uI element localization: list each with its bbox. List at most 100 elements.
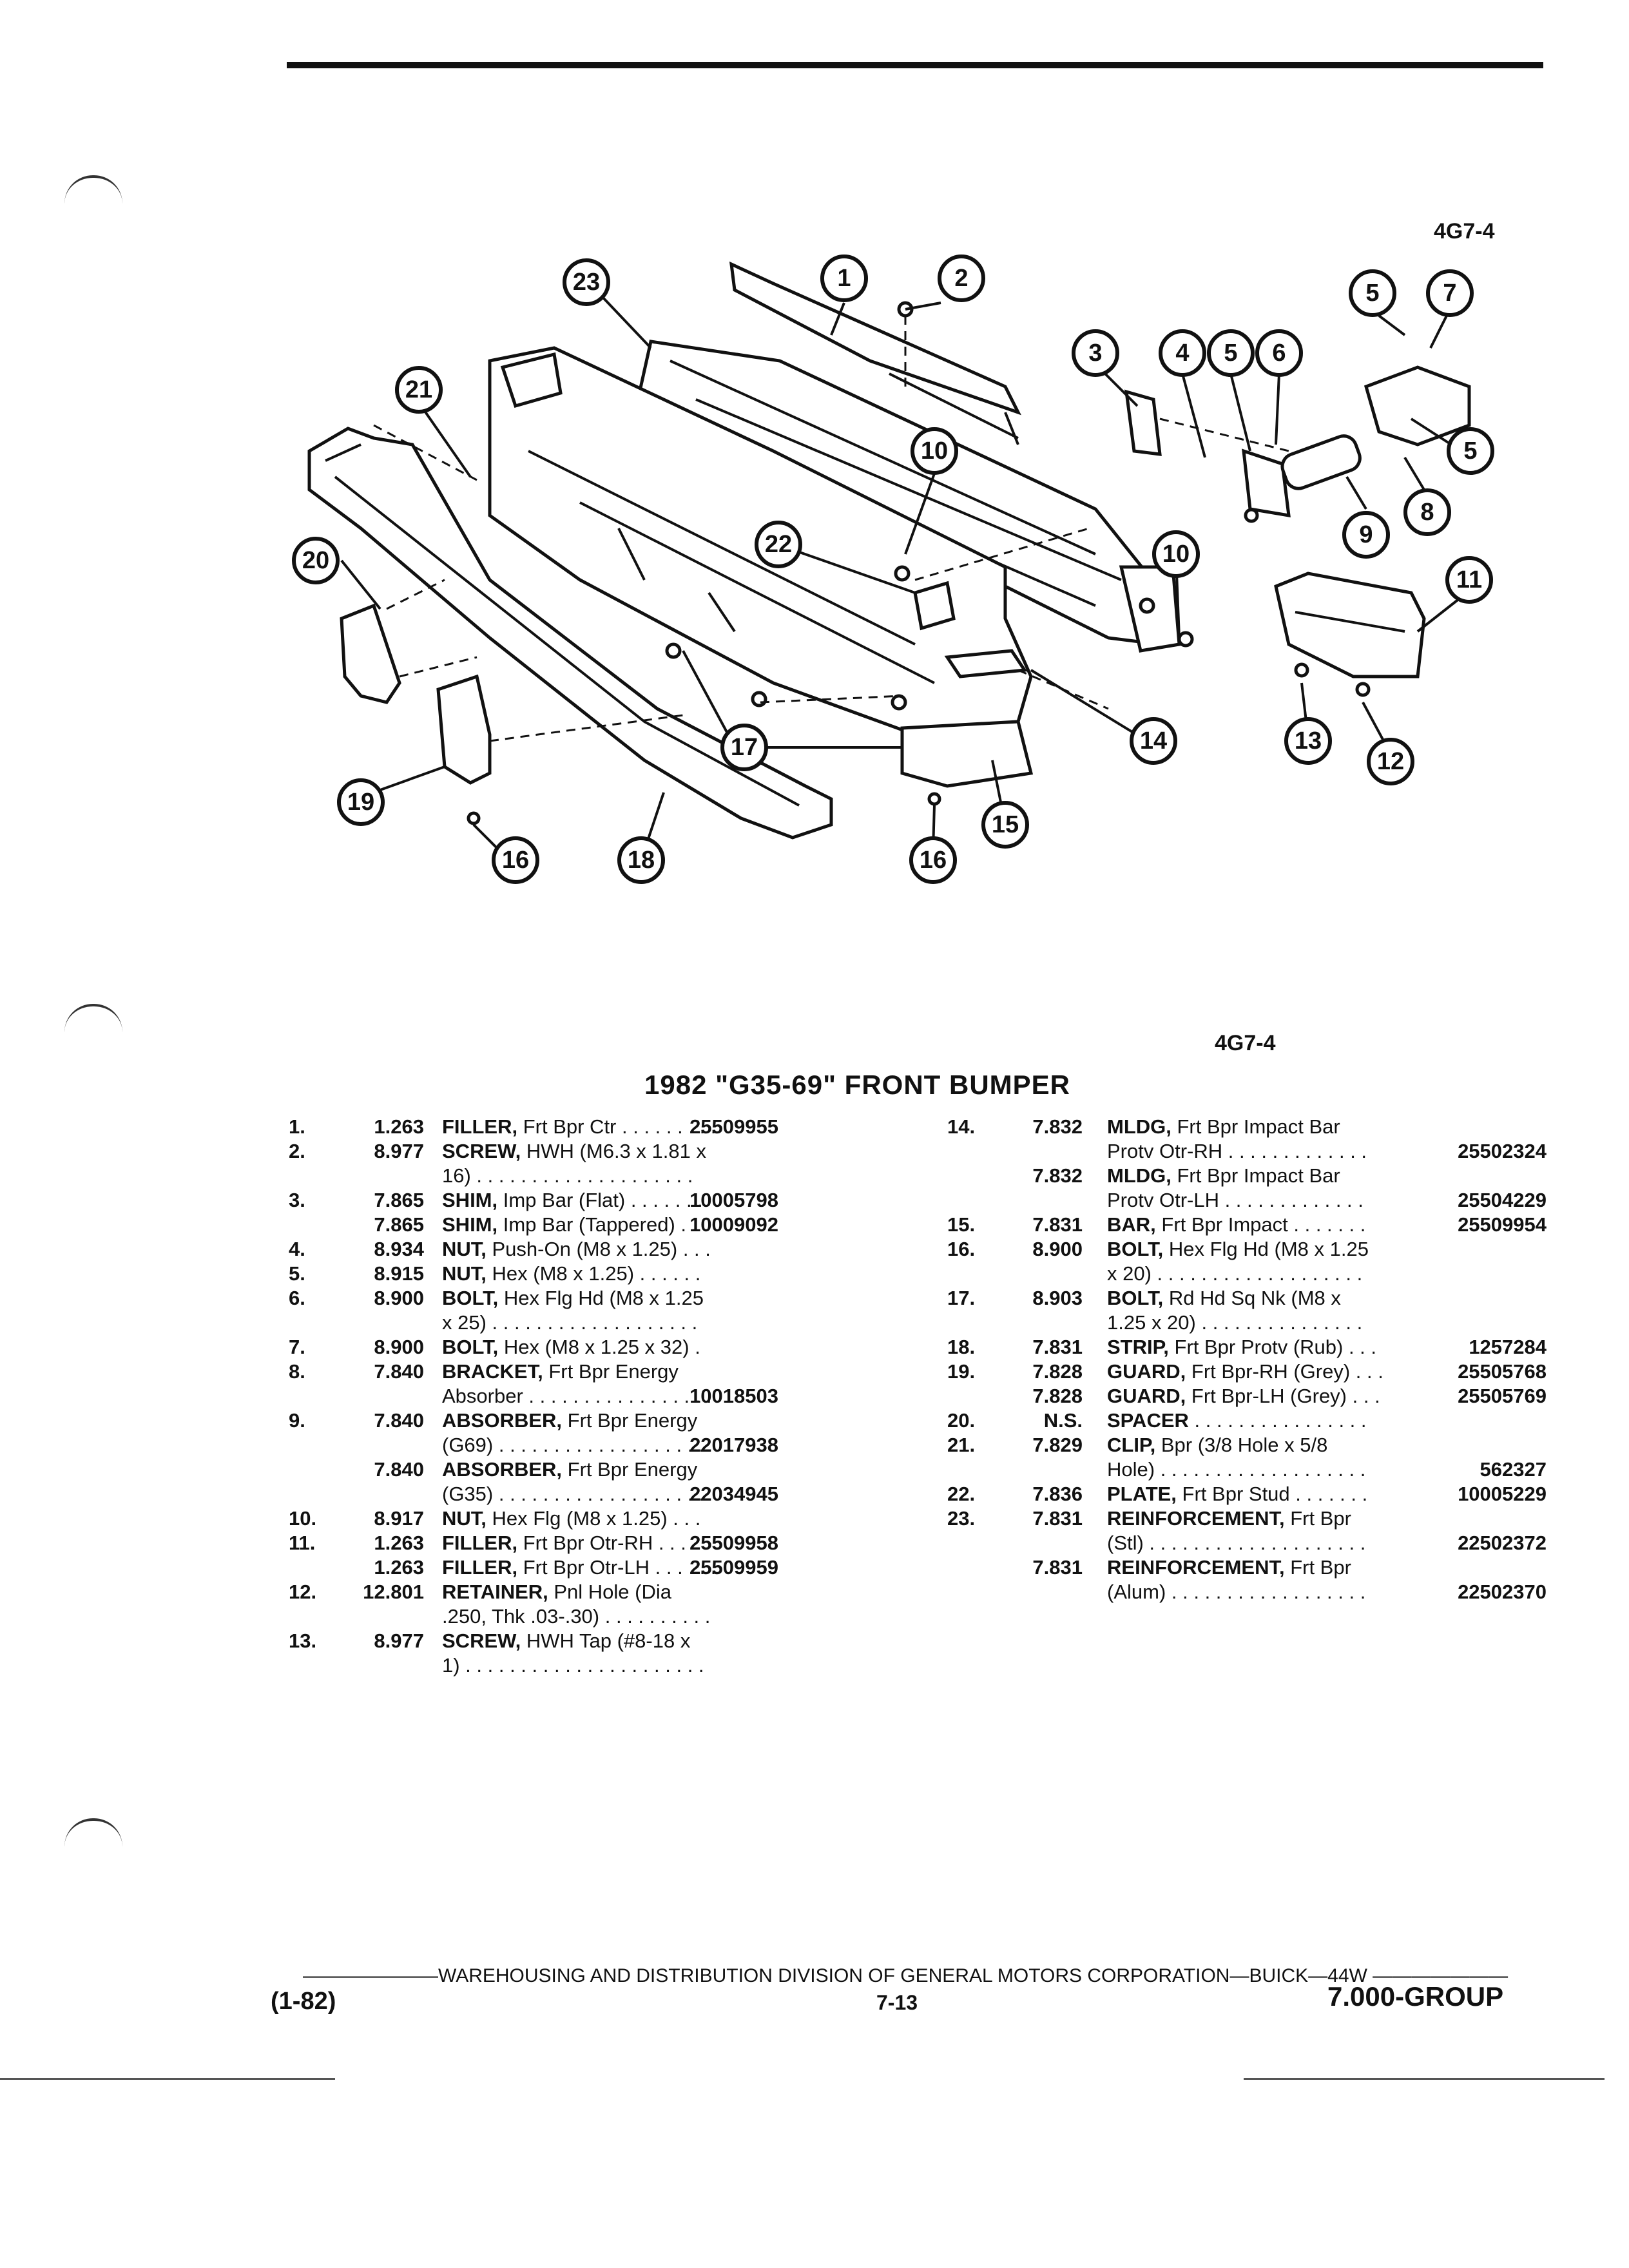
- part-group-code: 1.263: [374, 1556, 424, 1579]
- part-detail: Frt Bpr Protv (Rub) . . .: [1168, 1336, 1377, 1358]
- part-name: SCREW,: [442, 1629, 521, 1652]
- part-index: 18.: [947, 1336, 976, 1358]
- part-name: BOLT,: [442, 1336, 499, 1358]
- callout-17: 17: [720, 724, 768, 771]
- part-entry: 20.N.S.SPACER . . . . . . . . . . . . . …: [947, 1408, 1547, 1433]
- svg-text:7: 7: [1443, 280, 1456, 307]
- part-group-code: 7.832: [1032, 1115, 1083, 1138]
- part-name: REINFORCEMENT,: [1107, 1556, 1285, 1579]
- part-description-continued: Absorber . . . . . . . . . . . . . . . .…: [442, 1385, 712, 1407]
- part-number: 22017938: [689, 1434, 778, 1456]
- part-group-code: 8.903: [1032, 1287, 1083, 1309]
- callout-22: 22: [755, 521, 802, 568]
- svg-text:10: 10: [921, 437, 948, 465]
- part-name: BRACKET,: [442, 1360, 543, 1383]
- part-detail: Hex (M8 x 1.25 x 32) .: [498, 1336, 700, 1358]
- svg-text:5: 5: [1365, 280, 1379, 307]
- part-detail: Frt Bpr Otr-LH . . . . . .: [517, 1556, 717, 1579]
- callout-5c: 5: [1447, 427, 1494, 475]
- part-description-continued: (G35) . . . . . . . . . . . . . . . . . …: [442, 1483, 704, 1505]
- part-detail: Frt Bpr Impact Bar: [1171, 1164, 1340, 1187]
- part-description: BOLT, Hex Flg Hd (M8 x 1.25: [1107, 1237, 1369, 1262]
- part-group-code: 7.840: [374, 1360, 424, 1383]
- part-group-code: 7.831: [1032, 1336, 1083, 1358]
- svg-text:13: 13: [1295, 727, 1322, 754]
- part-detail: Frt Bpr Ctr . . . . . . . . .: [517, 1115, 717, 1138]
- part-group-code: 8.977: [374, 1629, 424, 1652]
- part-detail: Push-On (M8 x 1.25) . . .: [486, 1238, 711, 1260]
- part-description: NUT, Hex Flg (M8 x 1.25) . . .: [442, 1506, 700, 1531]
- svg-text:6: 6: [1272, 340, 1286, 367]
- part-name: FILLER,: [442, 1556, 518, 1579]
- figure-code-bottom: 4G7-4: [1215, 1031, 1276, 1055]
- part-index: 9.: [289, 1409, 305, 1432]
- part-group-code: 8.917: [374, 1507, 424, 1530]
- callout-9: 9: [1342, 511, 1390, 559]
- callout-12: 12: [1367, 738, 1414, 785]
- part-name: NUT,: [442, 1262, 487, 1285]
- part-number: 10009092: [689, 1213, 778, 1236]
- part-description: STRIP, Frt Bpr Protv (Rub) . . .: [1107, 1335, 1376, 1360]
- part-number: 10005798: [689, 1189, 778, 1211]
- svg-text:4: 4: [1175, 340, 1189, 367]
- part-description-continued: x 25) . . . . . . . . . . . . . . . . . …: [442, 1311, 698, 1334]
- part-number: 25509955: [689, 1115, 778, 1138]
- footer-group: 7.000-GROUP: [1327, 1981, 1504, 2012]
- part-name: BAR,: [1107, 1213, 1156, 1236]
- part-number: 22034945: [689, 1483, 778, 1505]
- part-group-code: N.S.: [1043, 1409, 1083, 1432]
- part-index: 6.: [289, 1287, 305, 1309]
- part-detail: Frt Bpr Energy: [562, 1409, 698, 1432]
- part-number: 25504229: [1458, 1189, 1547, 1211]
- svg-text:15: 15: [992, 811, 1019, 838]
- punch-hole-mark-1: [64, 175, 122, 204]
- part-name: BOLT,: [442, 1287, 499, 1309]
- part-number: 22502370: [1458, 1581, 1547, 1603]
- part-detail: Imp Bar (Tappered) . . .: [497, 1213, 709, 1236]
- part-number: 25502324: [1458, 1140, 1547, 1162]
- part-group-code: 7.836: [1032, 1483, 1083, 1505]
- callout-23: 23: [563, 258, 610, 306]
- rub-strip-part: [307, 427, 833, 840]
- svg-text:17: 17: [731, 734, 758, 761]
- callout-8: 8: [1403, 488, 1451, 536]
- callout-3: 3: [1072, 329, 1119, 377]
- part-description-continued: 1.25 x 20) . . . . . . . . . . . . . . .: [1107, 1311, 1363, 1334]
- callout-13: 13: [1284, 717, 1332, 765]
- energy-absorber-parts: [1124, 365, 1471, 518]
- svg-text:5: 5: [1224, 340, 1237, 367]
- part-index: 1.: [289, 1115, 305, 1138]
- part-detail: Frt Bpr Impact . . . . . . .: [1155, 1213, 1366, 1236]
- part-index: 11.: [289, 1532, 316, 1554]
- part-detail: HWH Tap (#8-18 x: [521, 1629, 691, 1652]
- part-description: REINFORCEMENT, Frt Bpr: [1107, 1506, 1351, 1531]
- part-index: 22.: [947, 1483, 976, 1505]
- part-detail: Frt Bpr: [1284, 1507, 1351, 1530]
- part-number: 10018503: [689, 1385, 778, 1407]
- part-description: RETAINER, Pnl Hole (Dia: [442, 1580, 671, 1604]
- part-number: 10005229: [1458, 1483, 1547, 1505]
- callout-21: 21: [395, 366, 443, 414]
- assembly-lines: [373, 316, 1289, 742]
- part-group-code: 7.831: [1032, 1556, 1083, 1579]
- part-description-continued: (Alum) . . . . . . . . . . . . . . . . .…: [1107, 1581, 1366, 1603]
- part-detail: Hex Flg (M8 x 1.25) . . .: [486, 1507, 701, 1530]
- callout-19: 19: [337, 778, 385, 826]
- callout-11: 11: [1445, 556, 1493, 604]
- part-description: BOLT, Hex (M8 x 1.25 x 32) .: [442, 1335, 700, 1360]
- part-name: MLDG,: [1107, 1115, 1171, 1138]
- part-index: 12.: [289, 1581, 317, 1603]
- part-group-code: 8.915: [374, 1262, 424, 1285]
- figure-code-top: 4G7-4: [1434, 219, 1495, 244]
- svg-text:8: 8: [1420, 499, 1434, 526]
